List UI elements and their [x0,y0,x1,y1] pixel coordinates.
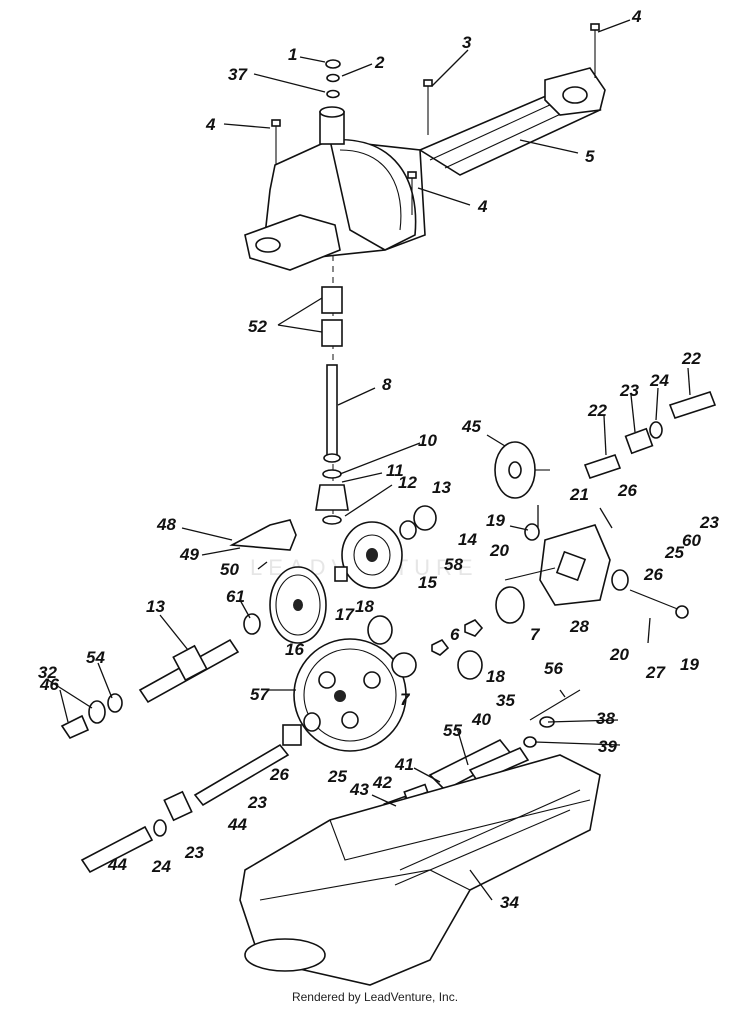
part-57-large-gear [293,638,417,752]
label-7-right: 7 [530,625,541,644]
part-labels: 1 2 37 3 4 4 4 5 52 8 10 11 12 45 22 22 … [38,7,719,912]
part-37-washer [326,89,340,99]
part-44-axle-upper [193,743,290,807]
label-13-left: 13 [146,597,165,616]
label-40: 40 [471,710,491,729]
part-28-case-half [504,524,611,606]
part-52-bushing-lower [321,319,343,347]
part-13-shaft [60,638,240,740]
label-20-mid: 20 [489,541,509,560]
part-44-axle-lower [80,825,154,874]
label-20-right: 20 [609,645,629,664]
label-26-top: 26 [617,481,637,500]
lower-axles [80,743,290,874]
label-4-right: 4 [477,197,488,216]
part-8-shaft [326,364,338,456]
label-4-top-right: 4 [631,7,642,26]
label-19-right: 19 [680,655,699,674]
label-56: 56 [544,659,563,678]
label-44-mid: 44 [227,815,247,834]
label-4-left: 4 [205,115,216,134]
leader-lines [47,19,691,901]
label-18-lower: 18 [486,667,505,686]
label-2: 2 [374,53,385,72]
label-27: 27 [645,663,666,682]
label-26-lower: 26 [269,765,289,784]
label-26-right: 26 [643,565,663,584]
part-45-disc [494,441,550,499]
label-60: 60 [682,531,701,550]
label-18-upper: 18 [355,597,374,616]
label-46: 46 [39,675,59,694]
right-axle-assembly [583,391,717,480]
label-25-lower: 25 [327,767,347,786]
label-58: 58 [444,555,463,574]
label-45: 45 [461,417,481,436]
label-49: 49 [179,545,199,564]
upper-housing-assembly [244,23,606,271]
label-5: 5 [585,147,595,166]
label-57: 57 [250,685,270,704]
label-12: 12 [398,473,417,492]
label-24-top: 24 [649,371,669,390]
part-15-bevel-gear [341,521,403,589]
label-15: 15 [418,573,437,592]
label-1: 1 [288,45,297,64]
label-3: 3 [462,33,472,52]
label-44-left: 44 [107,855,127,874]
label-23-bottom: 23 [184,843,204,862]
label-41: 41 [394,755,414,774]
label-23-lower: 23 [247,793,267,812]
part-48-shift-lever [229,519,297,551]
part-18-gear-lower [457,650,483,680]
label-21: 21 [569,485,589,504]
part-1-nut [325,59,341,69]
label-48: 48 [156,515,176,534]
part-2-washer [326,73,340,83]
label-50: 50 [220,560,239,579]
label-19-mid: 19 [486,511,505,530]
label-6: 6 [450,625,460,644]
footer-credit: Rendered by LeadVenture, Inc. [291,990,459,1004]
label-43: 43 [349,780,369,799]
part-7-bevel-gear [495,586,525,624]
label-35: 35 [496,691,515,710]
label-22-mid: 22 [587,401,607,420]
label-11: 11 [386,461,404,480]
label-23-top: 23 [619,381,639,400]
part-34-lower-housing [239,754,601,986]
label-42: 42 [372,773,392,792]
label-17: 17 [335,605,355,624]
label-14: 14 [458,530,477,549]
label-25-right: 25 [664,543,684,562]
label-55: 55 [443,721,462,740]
input-shaft-assembly [315,286,349,525]
part-7-small-gear [391,652,417,678]
label-52: 52 [248,317,267,336]
part-16-gear [243,566,327,644]
label-7-lower: 7 [400,690,411,709]
label-54: 54 [86,648,105,667]
label-32: 32 [38,663,57,682]
label-10: 10 [418,431,437,450]
part-23-bushing [282,724,302,746]
label-23-right: 23 [699,513,719,532]
label-39: 39 [598,737,617,756]
label-61: 61 [226,587,245,606]
part-11-pinion [315,484,349,511]
part-52-bushing-upper [321,286,343,314]
label-24-lower: 24 [151,857,171,876]
label-16: 16 [285,640,304,659]
label-8: 8 [382,375,392,394]
label-13-top: 13 [432,478,451,497]
label-22-top: 22 [681,349,701,368]
label-38: 38 [596,709,615,728]
label-37: 37 [228,65,248,84]
small-parts [229,505,689,746]
label-28: 28 [569,617,589,636]
label-34: 34 [500,893,519,912]
part-18-gear [367,615,393,645]
